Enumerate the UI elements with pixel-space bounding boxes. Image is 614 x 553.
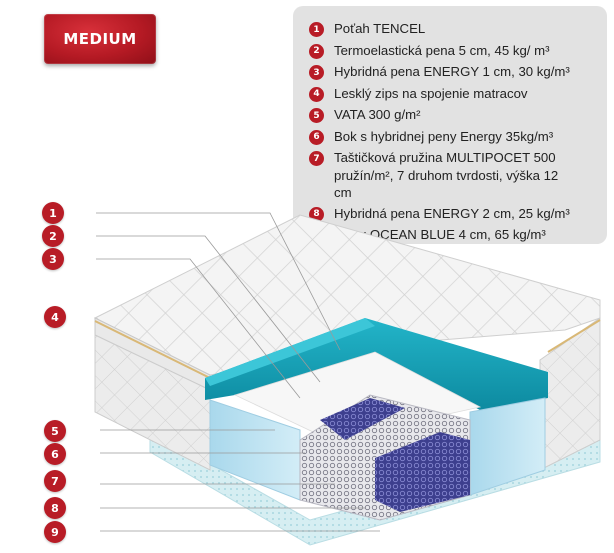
latex-base-layer [149,429,601,546]
layer-marker: 5 [44,420,66,442]
legend-item: 8 Hybridná pena ENERGY 2 cm, 25 kg/m³ [309,205,597,224]
legend-item: 4 Lesklý zips na spojenie matracov [309,85,597,104]
legend-number: 5 [309,108,324,123]
firmness-label: MEDIUM [63,30,137,48]
legend-text: VATA 300 g/m² [334,107,421,122]
legend-text: Hybridná pena ENERGY 1 cm, 30 kg/m³ [334,64,570,79]
legend-item: 6 Bok s hybridnej peny Energy 35kg/m³ [309,128,597,147]
legend-number: 8 [309,206,324,222]
leader-lines [96,212,380,532]
teal-foam-layer [205,318,548,410]
legend-text: Poťah TENCEL [334,21,426,36]
layer-marker: 2 [42,225,64,247]
layer-marker: 8 [44,497,66,519]
legend-item: 3 Hybridná pena ENERGY 1 cm, 30 kg/m³ [309,63,597,82]
legend-number: 2 [309,43,324,59]
legend-item: 7 Taštičková pružina MULTIPOCET 500 pruž… [309,149,597,202]
legend-text: Latex OCEAN BLUE 4 cm, 65 kg/m³ [334,227,546,242]
legend-text: Lesklý zips na spojenie matracov [334,85,528,101]
legend-number: 1 [309,22,324,37]
pocket-springs-purple-right [375,432,470,512]
leader-line [96,212,341,351]
legend-number: 3 [309,65,324,80]
legend-text: Taštičková pružina MULTIPOCET 500 pružín… [334,150,559,200]
layer-marker: 9 [44,521,66,543]
legend-number: 6 [309,129,324,145]
leader-line [96,258,301,399]
legend-item: 1 Poťah TENCEL [309,20,597,39]
right-zipper-line [547,319,601,353]
legend-item: 5 VATA 300 g/m² [309,106,597,125]
legend-text: Bok s hybridnej peny Energy 35kg/m³ [334,128,554,144]
mattress-left-side [94,334,211,471]
layer-marker: 4 [44,306,66,328]
legend-number: 4 [309,86,324,102]
firmness-badge: MEDIUM [44,14,156,64]
leader-line [96,235,321,383]
layer-legend: 1 Poťah TENCEL 2 Termoelastická pena 5 c… [293,6,607,244]
pocket-springs-purple-left [320,398,405,440]
legend-number: 7 [309,151,324,166]
legend-text: Termoelastická pena 5 cm, 45 kg/ m³ [334,42,550,58]
legend-text: Hybridná pena ENERGY 2 cm, 25 kg/m³ [334,205,570,221]
layer-marker: 7 [44,470,66,492]
layer-marker: 1 [42,202,64,224]
zipper-line [94,320,211,379]
legend-item: 2 Termoelastická pena 5 cm, 45 kg/ m³ [309,42,597,61]
layer-marker: 3 [42,248,64,270]
layer-marker: 6 [44,443,66,465]
